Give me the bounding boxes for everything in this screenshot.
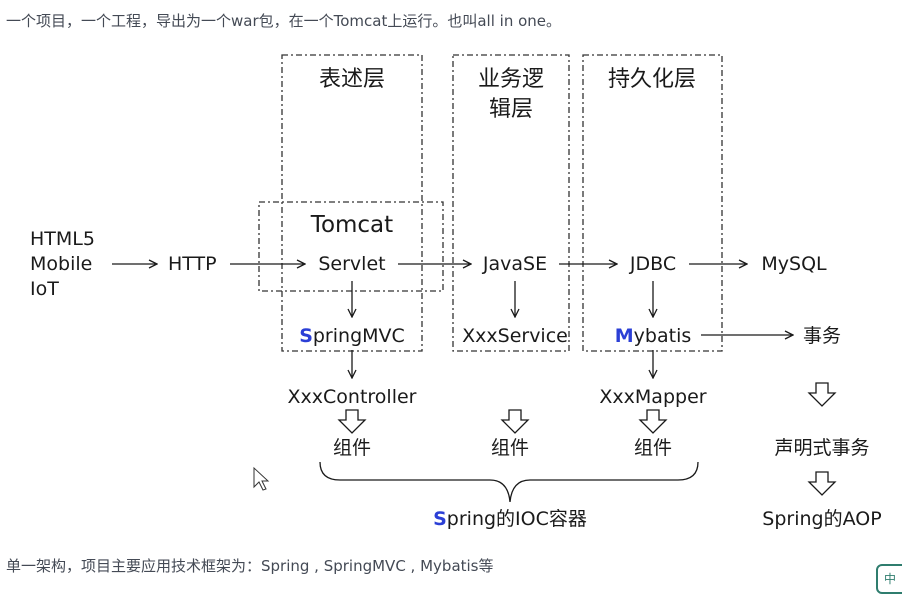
- springmvc-label: SpringMVC: [299, 325, 405, 347]
- http-label: HTTP: [168, 253, 217, 275]
- xxxservice-label: XxxService: [462, 325, 568, 347]
- spring-ioc-label: Spring的IOC容器: [433, 508, 587, 530]
- tomcat-label: Tomcat: [310, 212, 393, 238]
- jdbc-label: JDBC: [629, 253, 676, 275]
- hollow-arrow-transaction: [807, 382, 837, 407]
- spring-ioc-initial: S: [433, 508, 447, 530]
- business-layer-box: [452, 54, 570, 352]
- hollow-arrow-controller: [337, 409, 367, 434]
- hollow-arrow-mapper: [638, 409, 668, 434]
- spring-aop-label: Spring的AOP: [762, 508, 881, 530]
- client-iot: IoT: [30, 278, 59, 300]
- mybatis-rest: ybatis: [634, 325, 692, 347]
- transaction-label: 事务: [803, 325, 841, 347]
- declarative-tx-label: 声明式事务: [774, 437, 869, 459]
- mouse-cursor-icon: [253, 466, 270, 491]
- component-label-2: 组件: [491, 437, 529, 459]
- client-mobile: Mobile: [30, 253, 92, 275]
- servlet-label: Servlet: [318, 253, 385, 275]
- input-method-badge[interactable]: 中: [876, 564, 902, 594]
- business-layer-title-line1: 业务逻: [478, 67, 544, 92]
- xxxmapper-label: XxxMapper: [599, 386, 706, 408]
- hollow-arrow-service: [500, 409, 530, 434]
- header-caption: 一个项目，一个工程，导出为一个war包，在一个Tomcat上运行。也叫all i…: [6, 12, 562, 30]
- component-label-3: 组件: [634, 437, 672, 459]
- spring-ioc-rest: pring的IOC容器: [447, 508, 587, 530]
- hollow-arrow-declarative: [807, 471, 837, 496]
- springmvc-initial: S: [299, 325, 313, 347]
- client-html5: HTML5: [30, 228, 95, 250]
- presentation-layer-title: 表述层: [319, 67, 385, 92]
- persistence-layer-title: 持久化层: [608, 67, 696, 92]
- mybatis-label: Mybatis: [615, 325, 692, 347]
- mysql-label: MySQL: [761, 253, 827, 275]
- javase-label: JavaSE: [482, 253, 547, 275]
- springmvc-rest: pringMVC: [313, 325, 405, 347]
- component-label-1: 组件: [333, 437, 371, 459]
- business-layer-title-line2: 辑层: [489, 97, 533, 122]
- mybatis-initial: M: [615, 325, 634, 347]
- footer-caption: 单一架构，项目主要应用技术框架为：Spring , SpringMVC , My…: [6, 557, 494, 575]
- ioc-brace: [319, 461, 699, 503]
- xxxcontroller-label: XxxController: [288, 386, 417, 408]
- tomcat-box: [258, 201, 444, 292]
